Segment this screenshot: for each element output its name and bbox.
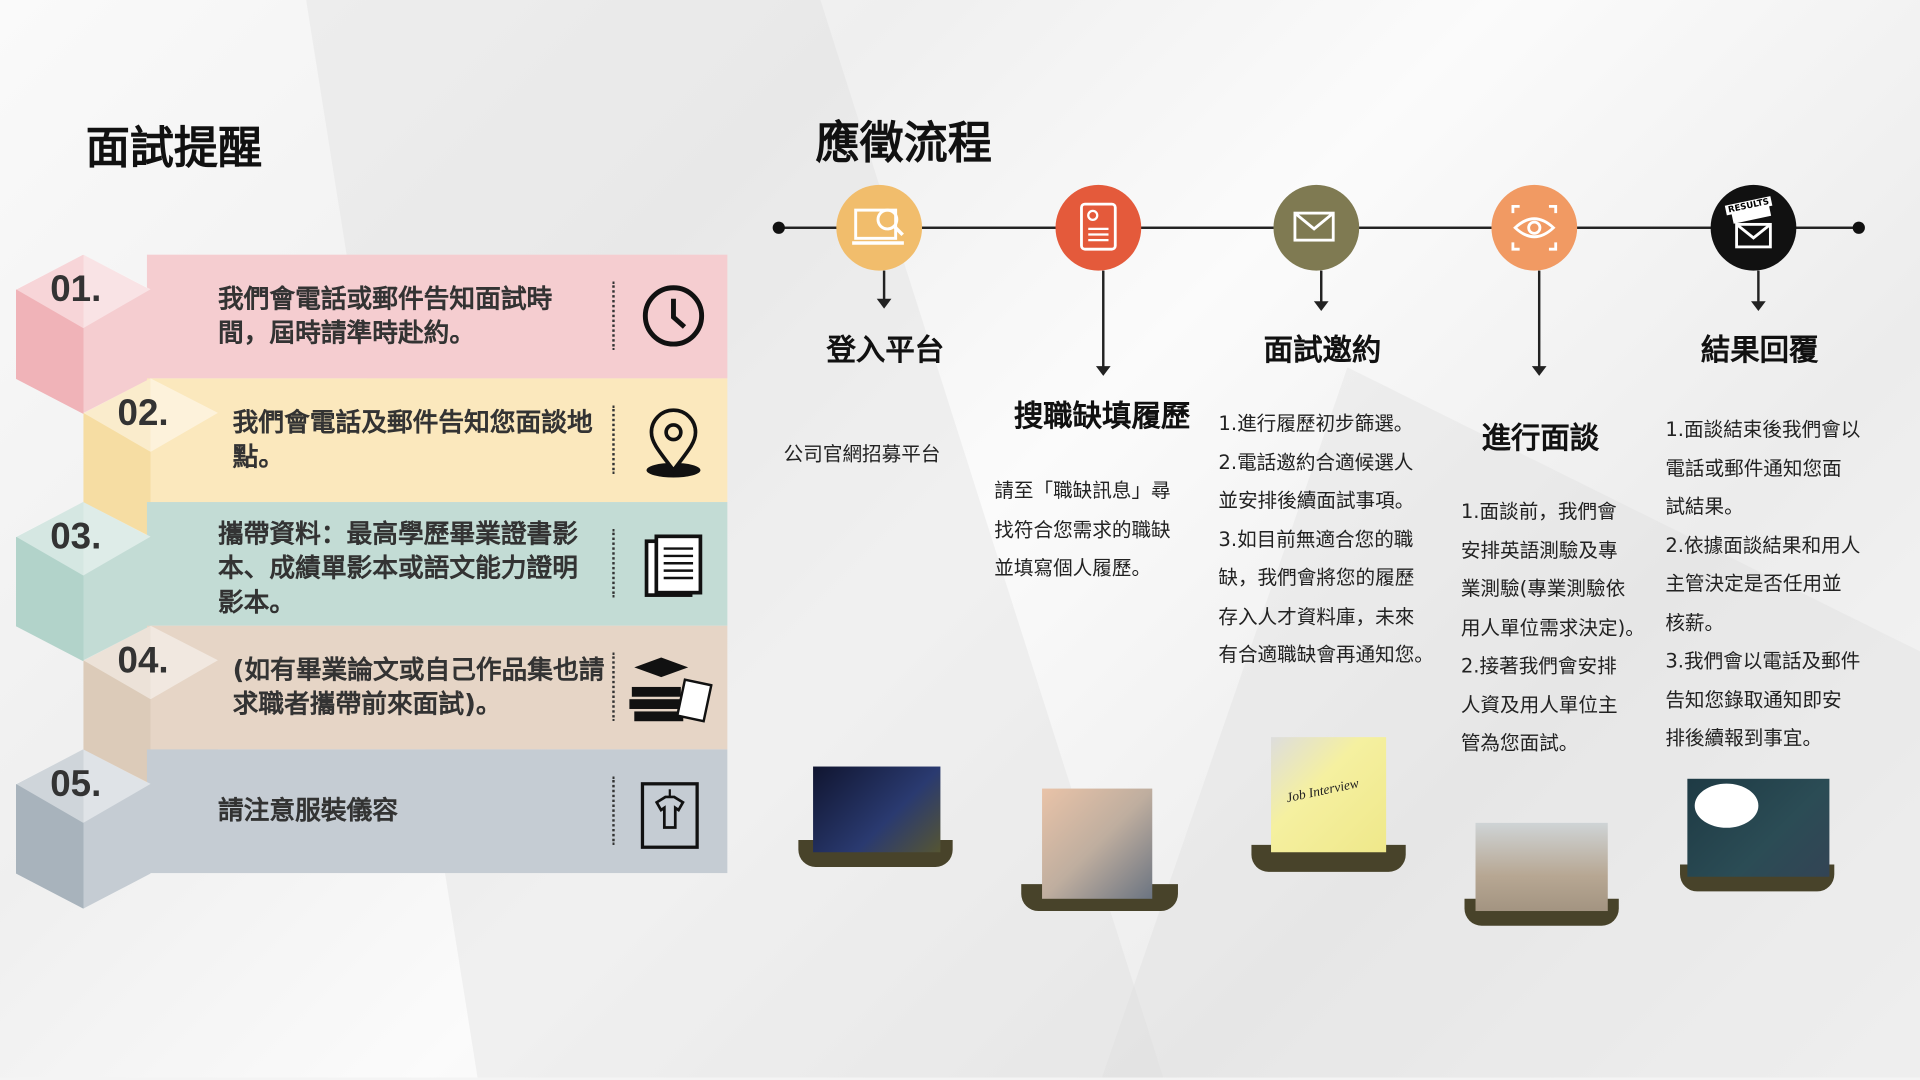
reminder-item — [146, 378, 728, 503]
description-line: 電話或郵件通知您面 — [1665, 456, 1842, 480]
step-photo — [1271, 737, 1387, 853]
description-line: 2.依據面談結果和用人 — [1665, 533, 1861, 557]
timeline-start-dot — [772, 221, 785, 234]
location-pin-icon — [639, 405, 708, 478]
step-photo — [1042, 788, 1153, 899]
reminder-number: 04. — [117, 640, 169, 681]
step-description: 公司官網招募平台 — [784, 435, 941, 474]
divider — [612, 405, 615, 474]
divider — [612, 652, 615, 722]
reminder-number: 03. — [50, 516, 102, 558]
step-photo — [813, 766, 941, 853]
step-title: 面試邀約 — [1263, 333, 1382, 368]
description-line: 存入人才資料庫，未來 — [1218, 604, 1415, 628]
reminder-item — [146, 502, 728, 626]
description-line: 1.面談結束後我們會以 — [1665, 417, 1861, 441]
login-search-icon — [836, 184, 923, 271]
description-line: 找符合您需求的職缺 — [994, 517, 1171, 541]
timeline-end-dot — [1852, 221, 1865, 234]
step-title: 搜職缺填履歷 — [1013, 399, 1191, 434]
description-line: 請至「職缺訊息」尋 — [994, 478, 1171, 503]
arrow-down-icon — [1313, 270, 1329, 312]
divider — [612, 281, 615, 351]
reminder-cube — [15, 502, 151, 662]
reminder-cube — [15, 254, 151, 414]
step-title: 進行面談 — [1481, 421, 1600, 456]
arrow-down-icon — [876, 270, 892, 309]
description-line: 2.電話邀約合適候選人 — [1218, 450, 1414, 474]
description-line: 管為您面試。 — [1460, 731, 1579, 755]
reminder-cube — [15, 749, 151, 909]
description-line: 並安排後續面試事項。 — [1218, 488, 1415, 512]
documents-icon — [639, 529, 708, 598]
description-line: 公司官網招募平台 — [783, 442, 941, 466]
reminder-text: 攜帶資料：最高學歷畢業證書影本、成績單影本或語文能力證明影本。 — [217, 519, 578, 618]
step-description: 1.進行履歷初步篩選。 2.電話邀約合適候選人並安排後續面試事項。 3.如目前無適合… — [1218, 404, 1434, 674]
email-invite-icon — [1273, 184, 1360, 271]
description-line: 試結果。 — [1665, 494, 1744, 518]
reminder-text: 我們會電話及郵件告知您面談地點。 — [232, 407, 593, 472]
arrow-down-icon — [1751, 270, 1766, 312]
reminder-text: 請注意服裝儀容 — [217, 795, 398, 826]
clock-icon — [639, 282, 708, 351]
description-line: 2.接著我們會安排 — [1460, 653, 1617, 678]
description-line: 告知您錄取通知即安 — [1665, 687, 1842, 711]
description-line: 核薪。 — [1665, 610, 1725, 634]
description-line: 1.面談前，我們會 — [1460, 499, 1617, 523]
description-line: 1.進行履歷初步篩選。 — [1218, 411, 1414, 435]
description-line: 缺，我們會將您的履歷 — [1218, 565, 1415, 589]
reminder-item — [146, 749, 728, 874]
reminder-text: (如有畢業論文或自己作品集也請求職者攜帶前來面試)。 — [232, 655, 605, 719]
reminder-text: 我們會電話或郵件告知面試時間，屆時請準時赴約。 — [217, 284, 553, 348]
description-line: 3.我們會以電話及郵件 — [1665, 648, 1861, 673]
description-line: 人資及用人單位主 — [1460, 692, 1618, 716]
step-description: 請至「職缺訊息」尋找符合您需求的職缺並填寫個人履歷。 — [994, 471, 1170, 587]
description-line: 有合適職缺會再通知您。 — [1218, 642, 1434, 667]
description-line: 用人單位需求決定)。 — [1460, 615, 1645, 639]
results-mail-icon — [1710, 184, 1797, 271]
step-photo — [1475, 822, 1608, 912]
description-line: 安排英語測驗及專 — [1460, 538, 1618, 562]
graduation-books-icon — [627, 653, 713, 723]
description-line: 3.如目前無適合您的職 — [1218, 527, 1414, 551]
step-description: 1.面談結束後我們會以電話或郵件通知您面試結果。 2.依據面談結果和用人主管決定是… — [1665, 410, 1860, 757]
description-line: 並填寫個人履歷。 — [994, 555, 1152, 580]
reminder-number: 02. — [117, 393, 169, 434]
reminder-item — [146, 625, 728, 750]
description-line: 業測驗(專業測驗依 — [1460, 576, 1626, 601]
resume-icon — [1055, 184, 1142, 271]
divider — [612, 528, 615, 598]
arrow-down-icon — [1531, 270, 1547, 376]
step-title: 登入平台 — [826, 333, 945, 368]
arrow-down-icon — [1095, 270, 1111, 376]
process-title: 應徵流程 — [815, 118, 992, 169]
shirt-icon — [639, 776, 708, 849]
eye-focus-icon — [1491, 184, 1578, 271]
reminder-title: 面試提醒 — [85, 123, 263, 174]
description-line: 主管決定是否任用並 — [1665, 571, 1842, 596]
description-line: 排後續報到事宜。 — [1665, 726, 1823, 750]
speech-bubble — [1694, 783, 1759, 828]
reminder-number: 05. — [50, 764, 102, 805]
step-title: 結果回覆 — [1700, 333, 1819, 368]
divider — [612, 776, 615, 845]
reminder-item — [146, 254, 728, 379]
reminder-number: 01. — [50, 269, 102, 310]
step-description: 1.面談前，我們會安排英語測驗及專業測驗(專業測驗依用人單位需求決定)。 2.接著… — [1461, 492, 1645, 762]
